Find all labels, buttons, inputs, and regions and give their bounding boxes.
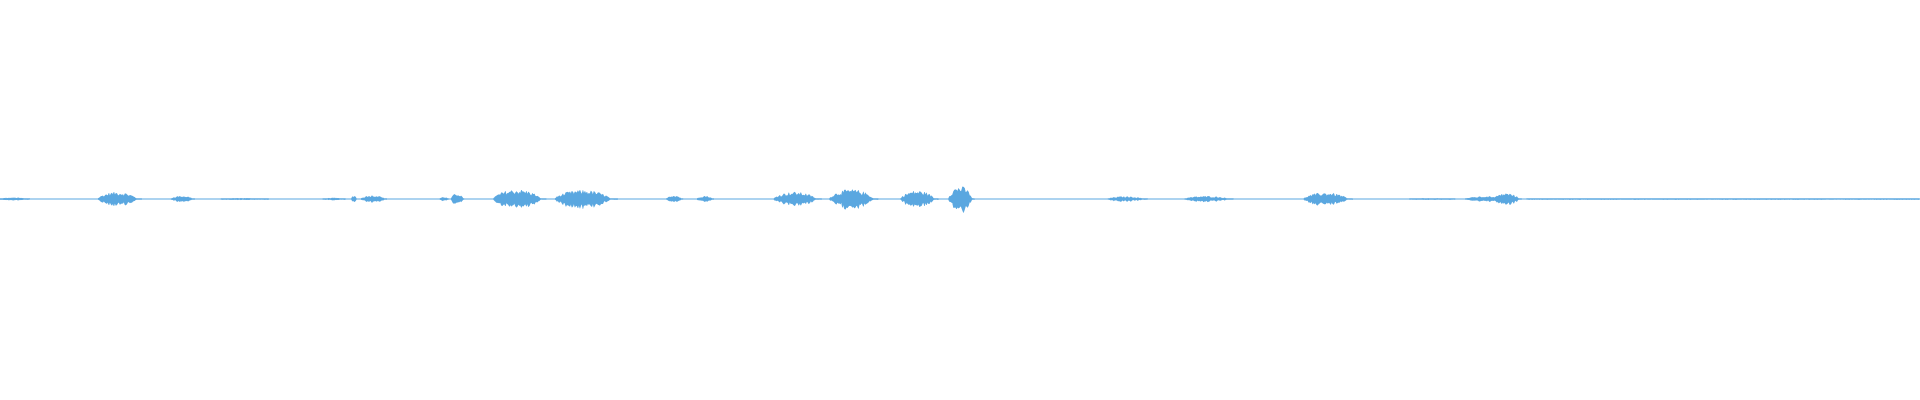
waveform-burst <box>696 195 715 202</box>
waveform-burst <box>554 189 619 210</box>
waveform-burst <box>1184 196 1234 203</box>
waveform-burst <box>1409 198 1456 200</box>
waveform-burst <box>773 191 823 207</box>
waveform-burst <box>493 189 547 209</box>
waveform-burst <box>1107 196 1149 202</box>
waveform-burst <box>1526 198 1920 200</box>
waveform-burst <box>322 197 346 201</box>
waveform-burst <box>1303 192 1353 206</box>
waveform-burst <box>829 189 879 210</box>
waveform-burst <box>220 198 270 201</box>
waveform-burst <box>170 195 196 203</box>
waveform-burst <box>450 193 465 204</box>
waveform-burst <box>1493 193 1523 206</box>
waveform-burst <box>97 191 143 207</box>
waveform-burst <box>665 196 684 203</box>
waveform-burst <box>900 190 939 208</box>
waveform-bursts <box>0 186 1920 214</box>
waveform-burst <box>948 186 975 214</box>
waveform-burst <box>0 197 31 201</box>
waveform-burst <box>351 196 357 203</box>
waveform-burst <box>360 195 388 204</box>
waveform-burst <box>439 197 449 202</box>
